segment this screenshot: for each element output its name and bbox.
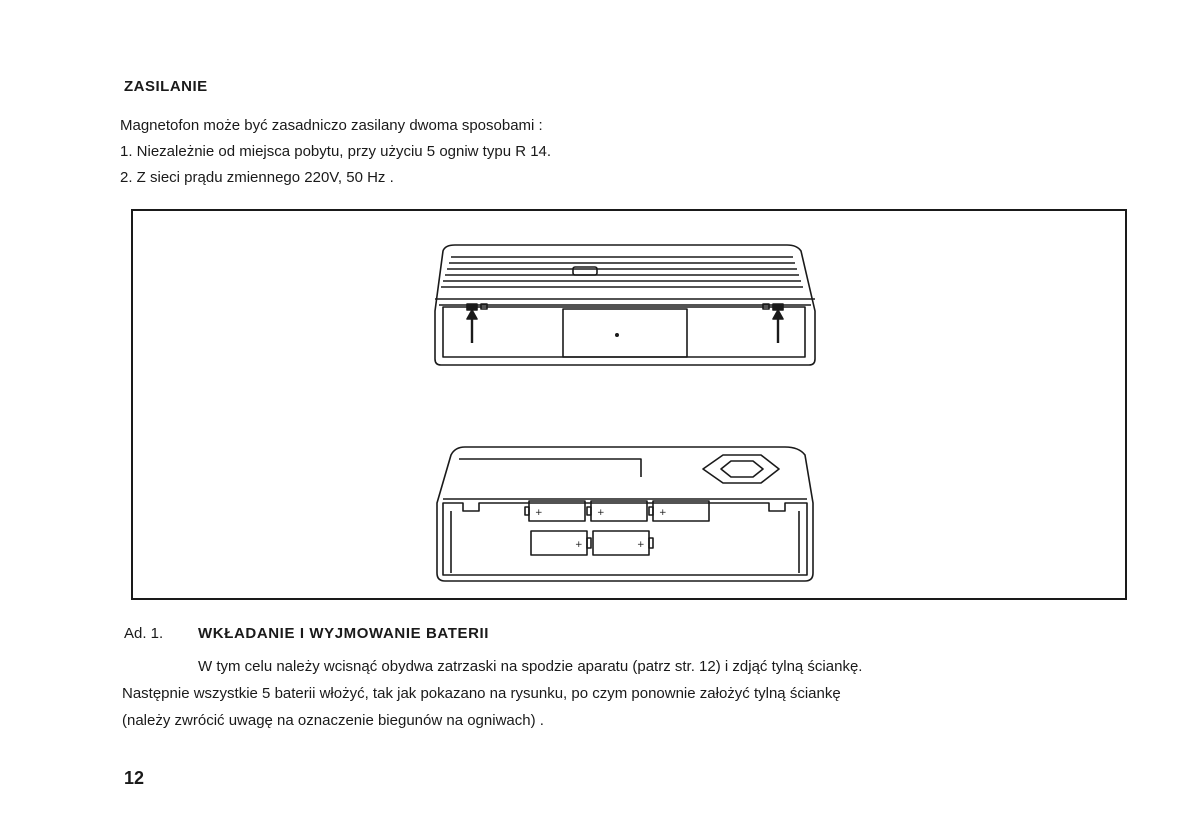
intro-option-1: 1. Niezależnie od miejsca pobytu, przy u… [120,143,552,160]
subsection-header: Ad. 1. WKŁADANIE I WYJMOWANIE BATERII [124,625,489,642]
battery-icon: + [648,500,710,522]
svg-text:+: + [597,508,605,518]
intro-line: Magnetofon może być zasadniczo zasilany … [120,117,543,134]
subsection-title: WKŁADANIE I WYJMOWANIE BATERII [198,625,490,642]
battery-illustration: + + + + [131,209,1127,600]
battery-compartment-view [436,446,814,582]
page-number: 12 [124,768,145,788]
arrow-right-icon [772,309,784,343]
svg-text:+: + [659,508,667,518]
illustration-drawing: + + + + [434,244,816,582]
battery-icon: + [524,500,586,522]
body-paragraph-line: W tym celu należy wcisnąć obydwa zatrzas… [198,658,863,675]
battery-icon: + [530,530,592,556]
intro-option-2: 2. Z sieci prądu zmiennego 220V, 50 Hz . [120,169,394,186]
svg-text:+: + [575,540,583,550]
device-rear-view [434,244,816,366]
svg-text:+: + [535,508,543,518]
svg-text:+: + [637,540,645,550]
subsection-number: Ad. 1. [124,625,164,642]
section-heading: ZASILANIE [124,78,208,95]
arrow-left-icon [466,309,478,343]
battery-icon: + [586,500,648,522]
battery-cells: + + + + [524,500,710,556]
body-paragraph-line: Następnie wszystkie 5 baterii włożyć, ta… [122,685,841,702]
body-paragraph-line: (należy zwrócić uwagę na oznaczenie bieg… [122,712,544,729]
battery-icon: + [592,530,654,556]
